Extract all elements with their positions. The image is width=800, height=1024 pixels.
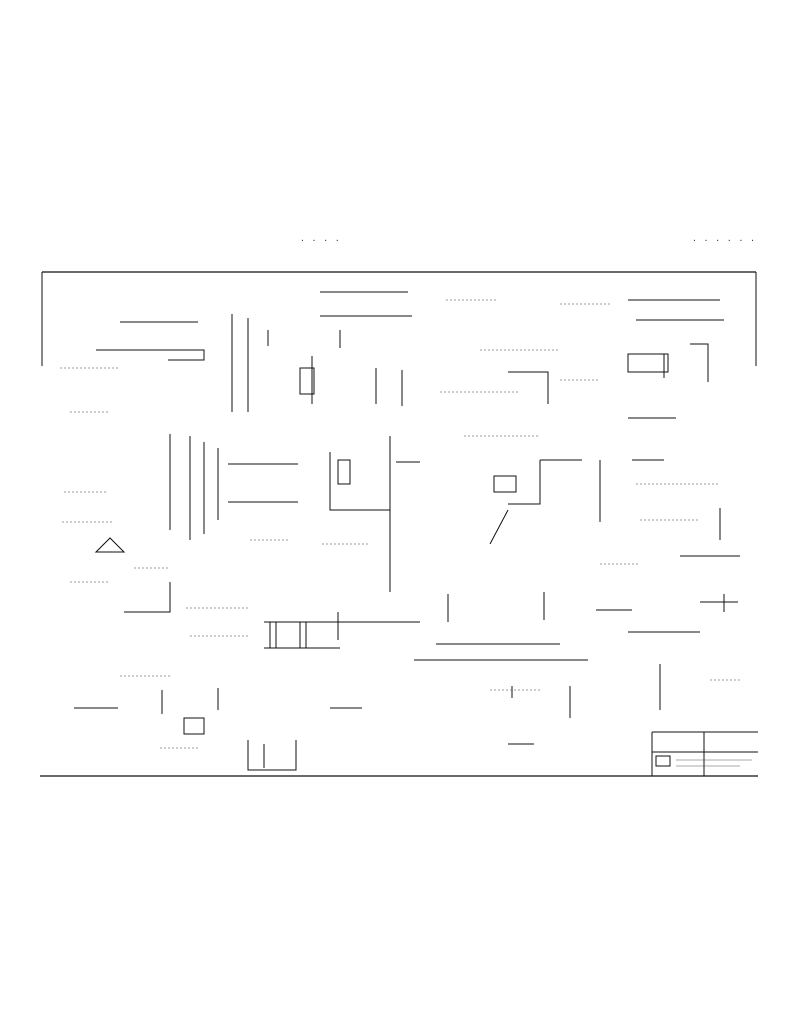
schematic-faint-annotations xyxy=(60,299,740,749)
sheet-header-left-marks: · · · · xyxy=(300,236,341,245)
wire xyxy=(124,582,171,613)
component-block xyxy=(493,475,517,493)
component-block xyxy=(627,353,669,373)
wire xyxy=(508,460,541,505)
wire xyxy=(247,740,297,771)
title-block xyxy=(651,731,758,776)
wire xyxy=(94,537,126,553)
sheet-frame xyxy=(40,271,758,777)
component-block xyxy=(337,459,351,485)
component-block xyxy=(269,621,307,649)
wire xyxy=(96,349,205,361)
wire xyxy=(329,452,390,511)
wire xyxy=(508,371,549,404)
schematic-wires xyxy=(74,291,740,771)
title-block-logo xyxy=(655,755,671,767)
component-block xyxy=(183,717,205,735)
wire xyxy=(632,353,665,378)
component-block xyxy=(299,367,315,395)
sheet-header-right-marks: · · · · · · xyxy=(692,236,756,245)
wire xyxy=(489,509,509,545)
schematic-components xyxy=(183,353,669,735)
wire xyxy=(690,343,709,382)
